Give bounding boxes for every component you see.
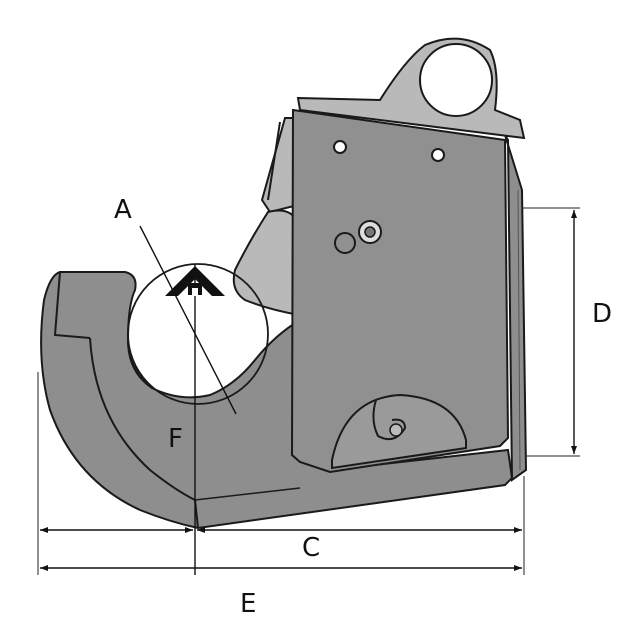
- dimension-a-line: [139, 225, 237, 415]
- label-c: C: [302, 533, 320, 563]
- hook-body: [40, 271, 514, 530]
- label-e: E: [240, 589, 256, 619]
- top-lifting-lug: [296, 37, 526, 140]
- plate-boss: [334, 232, 356, 254]
- side-plate: [290, 108, 510, 474]
- dimension-f-line: [40, 527, 193, 533]
- ball-circle-outline: [127, 263, 269, 405]
- dimension-d-line: [571, 210, 577, 454]
- arrow-up-center-mark-icon: [165, 266, 225, 296]
- plate-hole-1: [333, 140, 347, 154]
- dimension-e-line: [40, 565, 522, 571]
- label-a: A: [114, 195, 132, 225]
- lug-eye-hole: [419, 43, 493, 117]
- dimension-c-line: [197, 527, 522, 533]
- label-f: F: [168, 424, 183, 454]
- spring-latch: [232, 117, 302, 317]
- hook-side-strip: [504, 134, 528, 482]
- extension-lines: [37, 207, 580, 575]
- release-spring-clip: [372, 399, 407, 441]
- centre-line: [139, 225, 237, 575]
- jaw-circle-cutout: [127, 263, 269, 405]
- label-d: D: [592, 299, 612, 329]
- plate-hole-2: [431, 148, 445, 162]
